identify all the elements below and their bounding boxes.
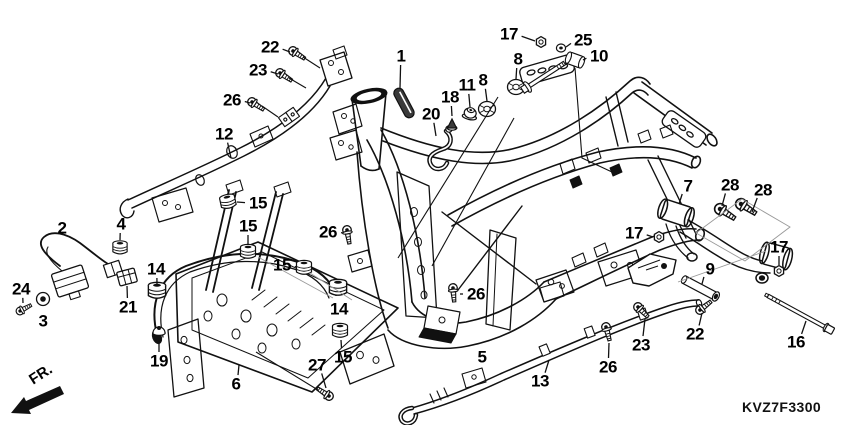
bolt-part-26a — [245, 94, 268, 115]
leader-line-25-6 — [565, 42, 572, 48]
bolt-part-28b — [732, 195, 760, 220]
fr-arrow-icon — [11, 386, 64, 414]
leader-line-26-2 — [244, 100, 251, 104]
leader-line-9-18 — [701, 276, 705, 285]
diagram-code: KVZ7F3300 — [742, 399, 822, 415]
leader-line-22-0 — [282, 48, 291, 53]
leader-line-16-20 — [800, 320, 807, 335]
bolt-part-23a — [273, 65, 296, 86]
leader-line-13-23 — [544, 359, 550, 373]
leader-line-20-12 — [433, 122, 437, 137]
pin-part-1 — [393, 87, 415, 119]
mount-part-4 — [112, 240, 128, 255]
bolt-part-22a — [286, 43, 309, 64]
mount-part-15a — [218, 192, 238, 211]
leader-line-6-39 — [237, 364, 240, 376]
leader-line-27-40 — [321, 373, 327, 389]
leader-line-15-27 — [236, 201, 246, 204]
cone-part-18 — [446, 117, 458, 131]
bolt-part-26d — [599, 320, 615, 343]
leader-line-28-14 — [721, 193, 727, 207]
leader-line-11-10 — [468, 93, 471, 108]
leader-line-22-19 — [698, 312, 703, 326]
leader-line-8-9 — [484, 88, 488, 102]
leader-line-23-1 — [270, 71, 279, 75]
engine-hanger-bracket — [657, 198, 794, 284]
frame-body — [329, 54, 718, 350]
carrier-bracket — [151, 179, 399, 398]
leader-line-15-32 — [340, 339, 343, 349]
group-guide-lines — [257, 198, 791, 301]
hanger-bolt — [519, 60, 567, 94]
collar-part-9 — [680, 275, 721, 302]
connector-21 — [116, 267, 138, 287]
long-bolt-part-16 — [763, 292, 835, 335]
leader-line-28-15 — [751, 197, 758, 213]
bolt-part-27 — [313, 383, 336, 404]
mount-part-14a — [147, 281, 167, 299]
bolt-part-26c — [447, 282, 460, 304]
leader-line-12-3 — [226, 142, 232, 159]
stay-plate — [627, 253, 677, 287]
washer-part-25 — [555, 43, 567, 53]
construction-lines — [255, 56, 613, 391]
leader-line-18-11 — [450, 105, 453, 117]
capnut-part-19 — [152, 326, 166, 337]
leader-line-17-5 — [521, 35, 536, 42]
hook-part-20 — [427, 125, 453, 172]
bushing-part-10 — [564, 51, 586, 69]
leader-lines — [22, 35, 807, 389]
leader-line-17-16 — [646, 234, 654, 238]
cable-assembly — [39, 232, 124, 301]
leader-line-7-13 — [678, 193, 683, 205]
mount-part-15c — [295, 259, 313, 275]
nut-part-17a — [535, 35, 547, 49]
screw-part-24 — [13, 300, 34, 318]
leader-line-10-7 — [582, 57, 587, 61]
wire-guide-pipe-a — [119, 45, 353, 223]
leader-line-8-8 — [515, 67, 518, 80]
leader-line-23-21 — [642, 318, 646, 337]
leader-line-26-22 — [607, 342, 610, 359]
leader-line-1-4 — [399, 64, 402, 89]
leader-line-15-29 — [294, 265, 297, 268]
bushing-part-11 — [461, 107, 478, 121]
bolt-part-26b — [340, 224, 355, 246]
mount-part-15b — [239, 243, 257, 259]
grommet-part-3 — [35, 291, 51, 307]
nut-part-17c — [773, 264, 785, 278]
mount-part-15d — [331, 322, 349, 338]
nut-part-17b — [653, 230, 665, 244]
